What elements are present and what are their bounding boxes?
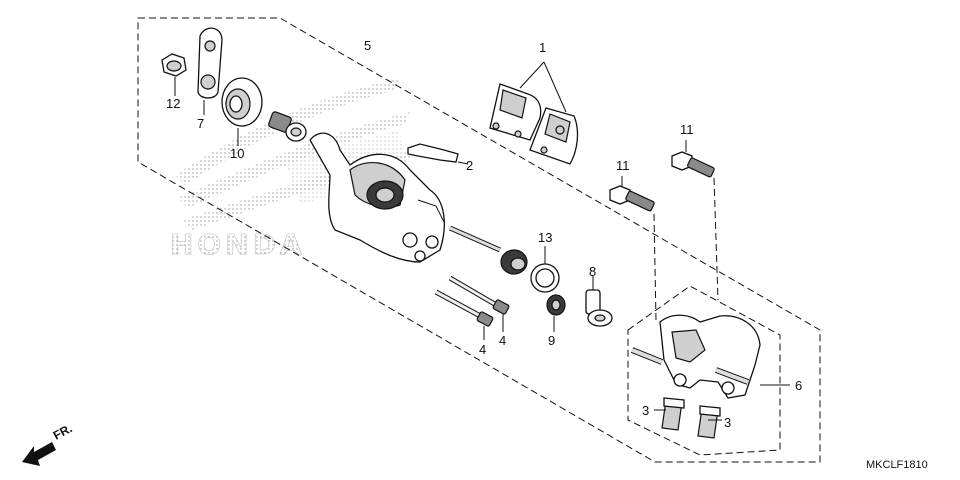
nut-12 (161, 53, 187, 96)
brake-pads-1 (489, 61, 579, 165)
slide-pin-upper (448, 225, 528, 275)
honda-watermark-text: HONDA (170, 228, 306, 261)
sleeve-8 (585, 276, 613, 327)
callout-11a: 11 (616, 158, 630, 173)
caliper-body (309, 132, 445, 263)
boot-10 (221, 77, 263, 146)
callout-9: 9 (548, 333, 555, 348)
callout-10: 10 (230, 146, 244, 161)
lever-plate-7 (197, 27, 223, 115)
assembly-5-boundary (137, 17, 821, 463)
dust-seal-9 (546, 294, 566, 332)
retainer-clips-3 (654, 397, 722, 439)
assembly-6-boundary (627, 285, 781, 456)
fr-label: FR. (51, 421, 75, 442)
callout-5: 5 (364, 38, 371, 53)
piston-seal-13 (530, 246, 560, 293)
diagram-code: MKCLF1810 (866, 459, 928, 471)
callout-4a: 4 (479, 342, 486, 357)
slide-pins-4 (434, 275, 510, 340)
front-direction-arrow: FR. (22, 421, 74, 466)
callout-3a: 3 (642, 403, 649, 418)
caliper-bracket-6 (630, 314, 790, 399)
callout-12: 12 (166, 96, 180, 111)
callout-6: 6 (795, 378, 802, 393)
bolts-11 (609, 140, 719, 321)
callout-4b: 4 (499, 333, 506, 348)
callout-1: 1 (539, 40, 546, 55)
callout-8: 8 (589, 264, 596, 279)
adjuster-spindle (268, 111, 307, 142)
callout-3b: 3 (724, 415, 731, 430)
callout-11b: 11 (680, 122, 694, 137)
pad-spring-2 (407, 143, 469, 165)
callout-7: 7 (197, 116, 204, 131)
callout-2: 2 (466, 158, 473, 173)
callout-13: 13 (538, 230, 552, 245)
